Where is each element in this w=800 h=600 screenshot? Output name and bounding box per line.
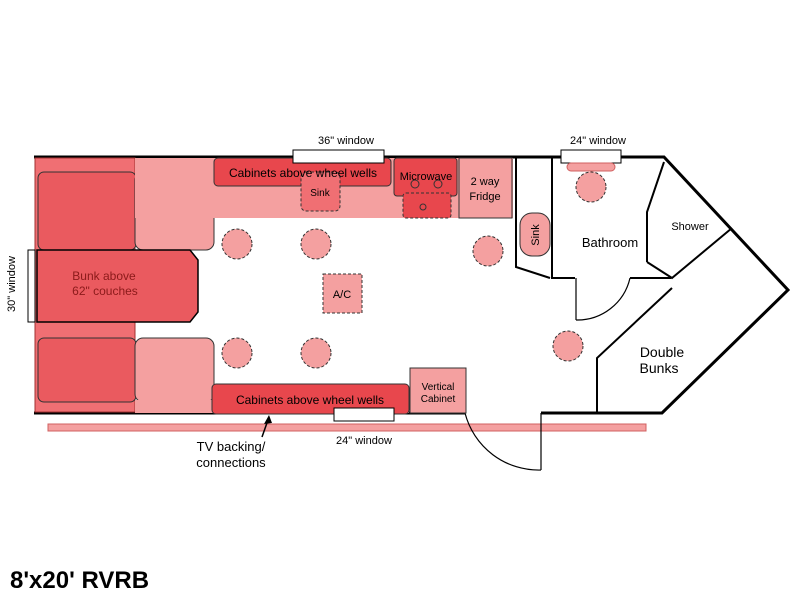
light-icon: [472, 235, 504, 267]
window-36-label: 36" window: [318, 135, 374, 147]
fridge-label-line2: Fridge: [469, 191, 500, 203]
window-24-top-label: 24" window: [570, 135, 626, 147]
shower-label: Shower: [671, 221, 709, 233]
tv-pointer-arrow-icon: [264, 415, 272, 424]
double-bunks-label-line2: Bunks: [640, 360, 679, 376]
vertical-cabinet-label-line2: Cabinet: [421, 394, 456, 405]
window-24-bottom: [333, 407, 395, 422]
galley-sink: [300, 171, 341, 212]
cabinets-top-label: Cabinets above wheel wells: [229, 166, 377, 180]
window-24-bottom-label: 24" window: [336, 435, 392, 447]
window-24-top-trim: [566, 162, 616, 172]
double-bunks-wall: [596, 287, 673, 413]
light-icon: [221, 228, 253, 260]
double-bunks-label-line1: Double: [640, 344, 685, 360]
fridge-label-line1: 2 way: [471, 176, 500, 188]
shower-wall: [646, 227, 733, 280]
light-icon: [575, 171, 607, 203]
galley-sink-label: Sink: [310, 188, 330, 199]
window-30-label: 30" window: [6, 256, 18, 312]
light-icon: [221, 337, 253, 369]
front-couch-top: [37, 171, 137, 251]
window-36: [292, 149, 385, 164]
page-title: 8'x20' RVRB: [10, 567, 149, 594]
microwave-label: Microwave: [400, 171, 453, 183]
burner-icon: [410, 179, 420, 189]
bathroom-wall: [515, 158, 671, 279]
light-icon: [300, 228, 332, 260]
tv-label-line2: connections: [196, 455, 266, 470]
fridge: [458, 157, 513, 219]
bunk-label-line1: Bunk above: [72, 269, 136, 283]
awning-strip: [47, 423, 647, 432]
couch-bottom: [134, 337, 215, 403]
front-couch-bottom: [37, 337, 137, 403]
ac-label: A/C: [333, 289, 351, 301]
bath-sink-label: Sink: [530, 224, 542, 246]
bunk-above-couches: [36, 249, 199, 323]
entry-door: [464, 412, 542, 471]
burner-icon: [433, 179, 443, 189]
tv-label-line1: TV backing/: [197, 439, 266, 454]
window-24-top: [560, 149, 622, 164]
light-fixtures: [221, 171, 607, 369]
cabinets-bottom-label: Cabinets above wheel wells: [236, 393, 384, 407]
light-icon: [552, 330, 584, 362]
bath-sink: [519, 212, 551, 257]
stove: [402, 192, 452, 219]
burner-icon: [419, 203, 427, 211]
bunk-label-line2: 62" couches: [72, 284, 138, 298]
light-icon: [300, 337, 332, 369]
vertical-cabinet: [409, 367, 467, 414]
window-30: [27, 249, 36, 323]
cabinets-bottom: [211, 383, 410, 415]
vertical-cabinet-label-line1: Vertical: [422, 382, 455, 393]
bathroom-door: [575, 277, 631, 321]
ac-unit: [322, 273, 363, 314]
bathroom-label: Bathroom: [582, 235, 638, 250]
